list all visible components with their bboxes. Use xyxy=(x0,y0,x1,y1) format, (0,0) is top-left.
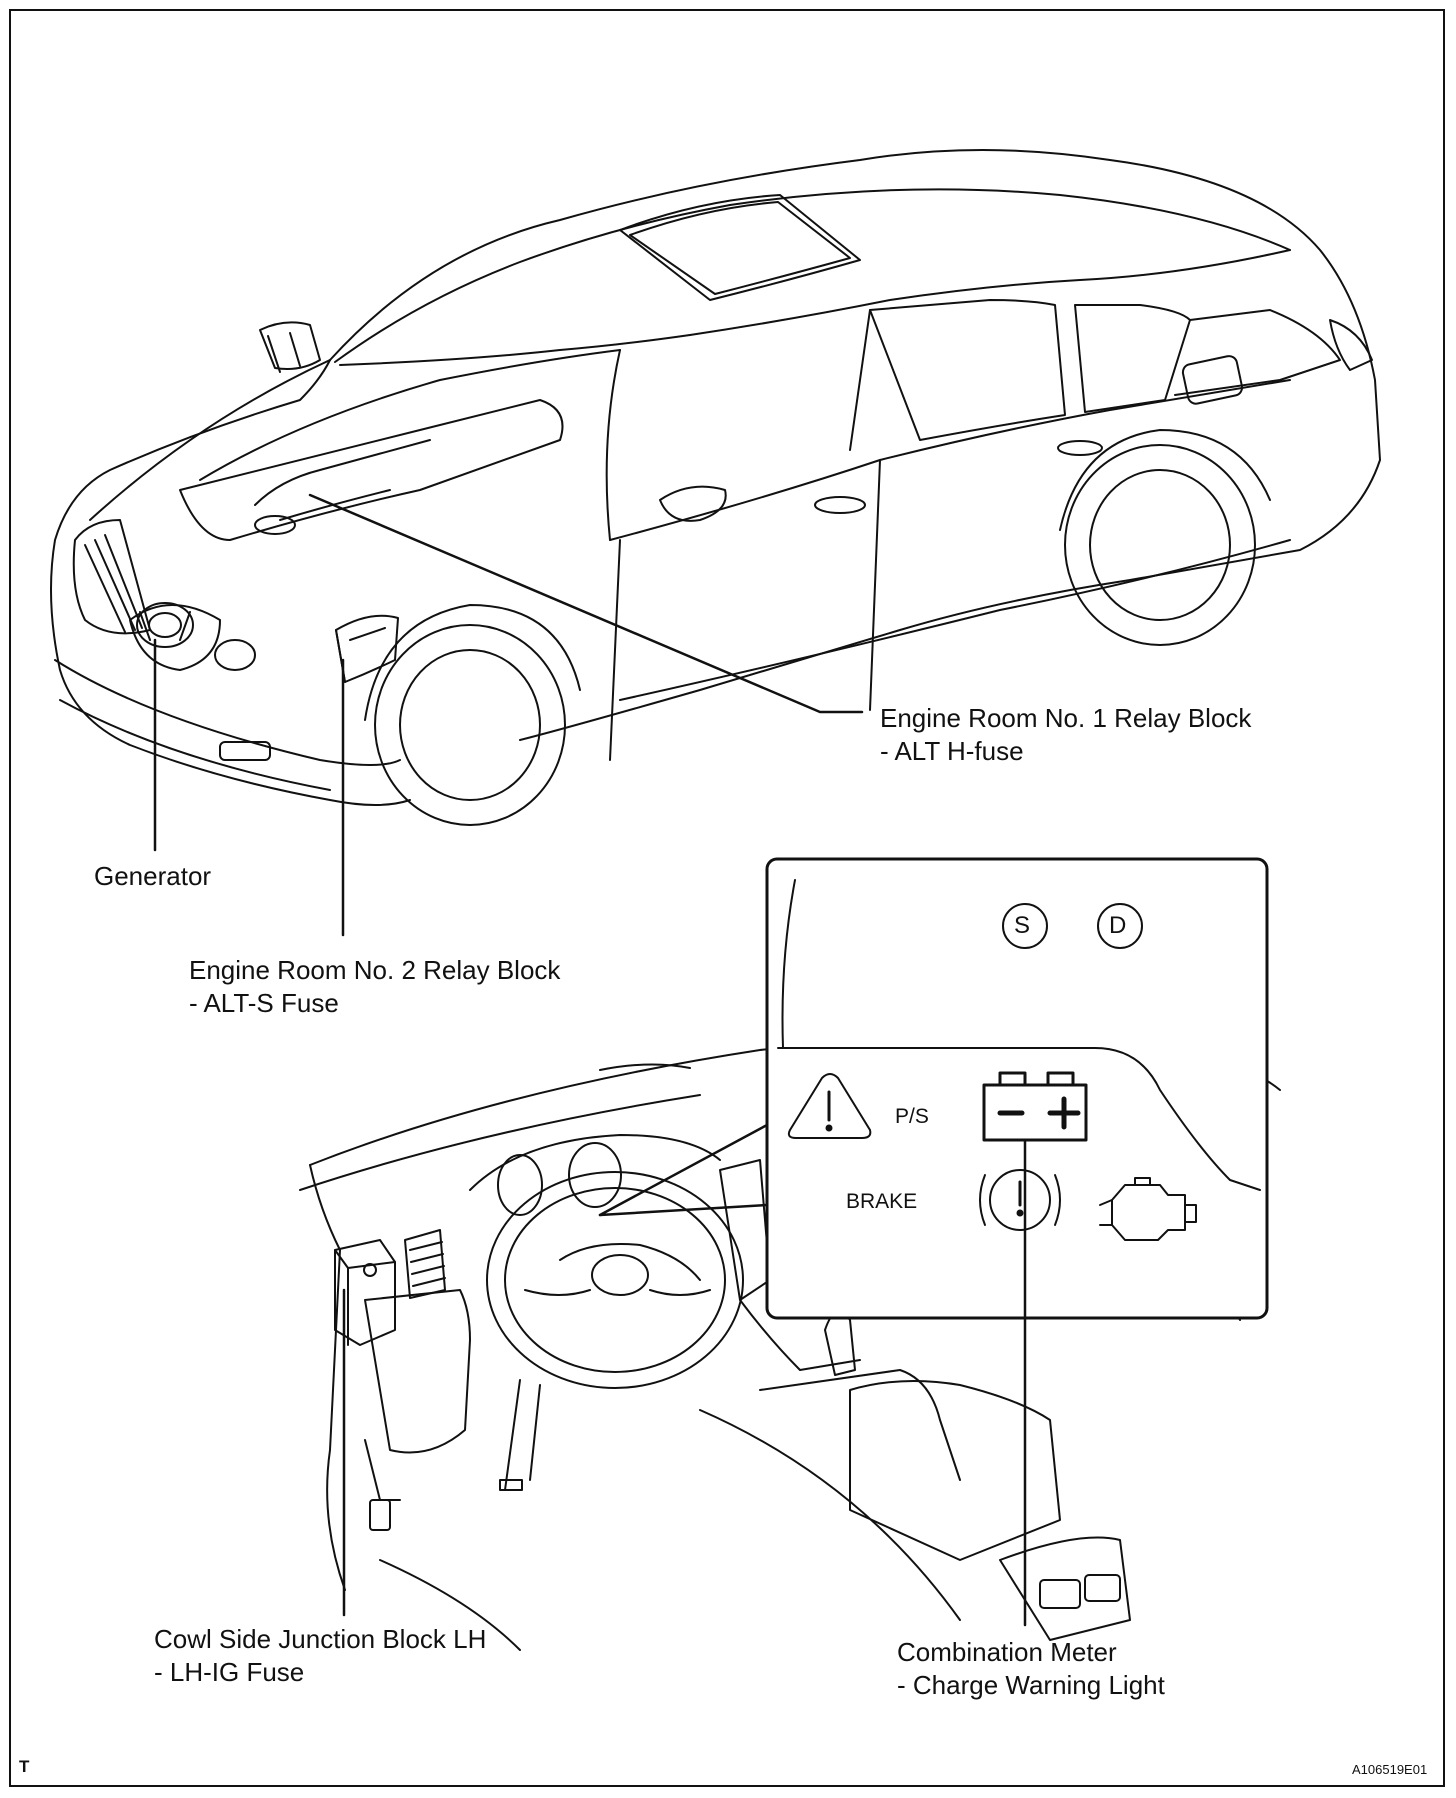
indicator-s: S xyxy=(1014,912,1031,939)
combination-meter-light: - Charge Warning Light xyxy=(897,1670,1165,1700)
combination-meter-label: Combination Meter - Charge Warning Light xyxy=(897,1636,1165,1702)
ps-lamp-label: P/S xyxy=(895,1105,929,1128)
relay-block-1-title: Engine Room No. 1 Relay Block xyxy=(880,703,1252,733)
indicator-d: D xyxy=(1109,912,1127,939)
cowl-junction-title: Cowl Side Junction Block LH xyxy=(154,1624,487,1654)
combination-meter-title: Combination Meter xyxy=(897,1637,1117,1667)
cowl-junction-label: Cowl Side Junction Block LH - LH-IG Fuse xyxy=(154,1623,486,1689)
corner-mark-t: T xyxy=(19,1757,30,1776)
figure-frame xyxy=(9,9,1445,1787)
warning-triangle-icon xyxy=(787,1073,872,1139)
leader-lines xyxy=(153,493,864,937)
meter-inset xyxy=(598,857,1269,1627)
car-outline xyxy=(50,149,1381,826)
cowl-junction-block-shape xyxy=(334,1239,396,1346)
relay-block-1-fuse: - ALT H-fuse xyxy=(880,736,1024,766)
relay-block-2-label: Engine Room No. 2 Relay Block - ALT-S Fu… xyxy=(189,954,560,1020)
relay-block-2-fuse: - ALT-S Fuse xyxy=(189,988,339,1018)
brake-warning-icon xyxy=(979,1169,1061,1231)
engine-check-icon xyxy=(1099,1177,1197,1241)
brake-lamp-label: BRAKE xyxy=(846,1190,918,1213)
generator-label: Generator xyxy=(94,861,212,891)
cowl-junction-fuse: - LH-IG Fuse xyxy=(154,1657,305,1687)
battery-icon xyxy=(982,1071,1088,1142)
indicator-d-ring xyxy=(1097,903,1143,949)
relay-block-2-title: Engine Room No. 2 Relay Block xyxy=(189,955,561,985)
relay-block-1-label: Engine Room No. 1 Relay Block - ALT H-fu… xyxy=(880,702,1251,768)
figure-code: A106519E01 xyxy=(1352,1762,1428,1777)
generator-shape xyxy=(136,602,194,648)
indicator-s-ring xyxy=(1002,903,1048,949)
